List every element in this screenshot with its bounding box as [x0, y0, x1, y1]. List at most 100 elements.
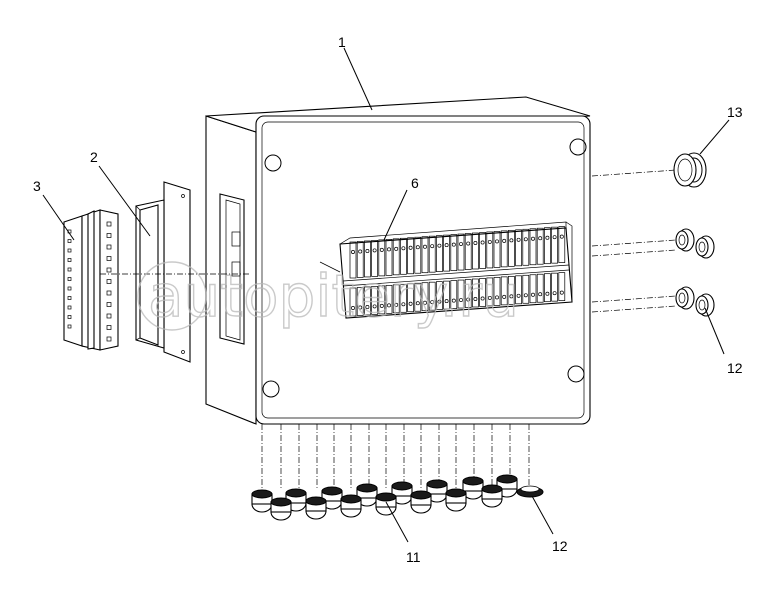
terminal-block-upper [486, 231, 494, 269]
terminal-block-upper [450, 234, 458, 271]
terminal-block-upper [392, 238, 400, 276]
terminal-block-upper [551, 226, 558, 264]
terminal-block-lower [414, 282, 422, 312]
terminal-screw [358, 305, 363, 310]
gland-thread [356, 483, 378, 493]
terminal-strip-hole [106, 290, 112, 296]
terminal-block-lower [364, 286, 371, 316]
gland-thread [481, 484, 503, 494]
terminal-strip-hole [106, 267, 112, 273]
terminal-block-lower [407, 283, 414, 313]
terminal-strip-hole [106, 336, 112, 342]
terminal-screw [559, 290, 564, 295]
part-13-large-cable-gland [673, 152, 707, 188]
gland-thread [321, 486, 343, 496]
terminal-screw [415, 301, 420, 306]
terminal-screw [509, 294, 514, 299]
terminal-screw [430, 244, 435, 249]
terminal-screw [559, 234, 564, 239]
terminal-strip-hole [67, 248, 72, 253]
terminal-screw [480, 240, 485, 245]
terminal-screw [516, 237, 521, 242]
terminal-block-lower [522, 274, 530, 304]
terminal-block-upper [522, 228, 530, 266]
part-11-bottom-glands [251, 474, 544, 521]
terminal-screw [487, 239, 492, 244]
terminal-screw [423, 244, 427, 249]
terminal-strip-hole [106, 325, 112, 330]
small-gland-bore [698, 241, 706, 253]
terminal-screw [473, 297, 478, 301]
terminal-screw [466, 241, 471, 246]
terminal-block-upper [544, 227, 551, 265]
terminal-block-upper [443, 234, 450, 272]
terminal-screw [466, 297, 471, 302]
terminal-block-upper [558, 226, 566, 263]
terminal-block-upper [364, 240, 371, 278]
terminal-block-lower [400, 283, 407, 313]
terminal-block-upper [472, 232, 479, 270]
terminal-strip-hole [106, 279, 112, 284]
terminal-strip-hole [67, 277, 72, 281]
callout-2: 2 [90, 149, 98, 165]
terminal-screw [358, 249, 363, 254]
terminal-strip-hole [67, 258, 72, 262]
terminal-block-lower [385, 285, 393, 314]
terminal-screw [545, 235, 550, 240]
terminal-block-upper [407, 237, 414, 275]
watermark: autopitery.ru [137, 261, 520, 331]
small-gland-bore [678, 234, 686, 246]
terminal-screw [444, 299, 449, 304]
terminal-screw [415, 245, 420, 250]
terminal-strip-hole [106, 233, 112, 238]
gland-thread [375, 492, 397, 502]
terminal-strip-hole [106, 302, 112, 307]
terminal-strip-hole [106, 256, 112, 261]
terminal-screw [423, 300, 427, 305]
terminal-strip-hole [67, 305, 72, 310]
terminal-block-upper [421, 236, 429, 274]
terminal-screw [437, 299, 442, 304]
terminal-screw [451, 242, 456, 247]
terminal-block-upper [378, 239, 386, 277]
gland-thread [462, 476, 484, 486]
terminal-screw [480, 296, 485, 301]
terminal-strip-hole [67, 286, 72, 291]
terminal-screw [372, 304, 377, 309]
terminal-screw [523, 237, 528, 242]
terminal-screw [502, 294, 507, 299]
terminal-screw [509, 238, 514, 243]
terminal-block-upper [515, 229, 522, 267]
gland-thread [340, 494, 362, 504]
terminal-block-lower [356, 287, 364, 316]
terminal-block-lower [472, 278, 479, 308]
terminal-strip-rear-plate [99, 209, 119, 351]
terminal-strip-hole [67, 239, 72, 243]
terminal-screw [372, 248, 377, 253]
terminal-screw [495, 239, 499, 244]
terminal-strip-hole [67, 324, 72, 329]
terminal-block-upper [400, 237, 407, 275]
terminal-strip-hole [67, 315, 72, 319]
callout-11: 11 [406, 549, 421, 565]
terminal-block-upper [508, 229, 515, 267]
terminal-block-upper [529, 228, 537, 266]
terminal-screw [538, 236, 543, 241]
terminal-screw [487, 295, 492, 300]
terminal-block-upper [464, 233, 472, 270]
terminal-screw [545, 291, 550, 296]
terminal-block-upper [436, 235, 443, 272]
terminal-block-upper [479, 232, 486, 269]
terminal-block-upper [428, 235, 436, 273]
terminal-screw [531, 236, 535, 241]
terminal-screw [444, 243, 449, 248]
watermark-text: autopitery.ru [148, 262, 519, 330]
gland-thread [496, 474, 518, 484]
terminal-block-upper [500, 230, 508, 268]
terminal-block-lower [428, 281, 436, 311]
leader-lines [42, 47, 730, 543]
part-6-terminal-block-row [319, 221, 573, 319]
part-12-right-glands [675, 228, 715, 317]
gland-thread [426, 479, 448, 489]
